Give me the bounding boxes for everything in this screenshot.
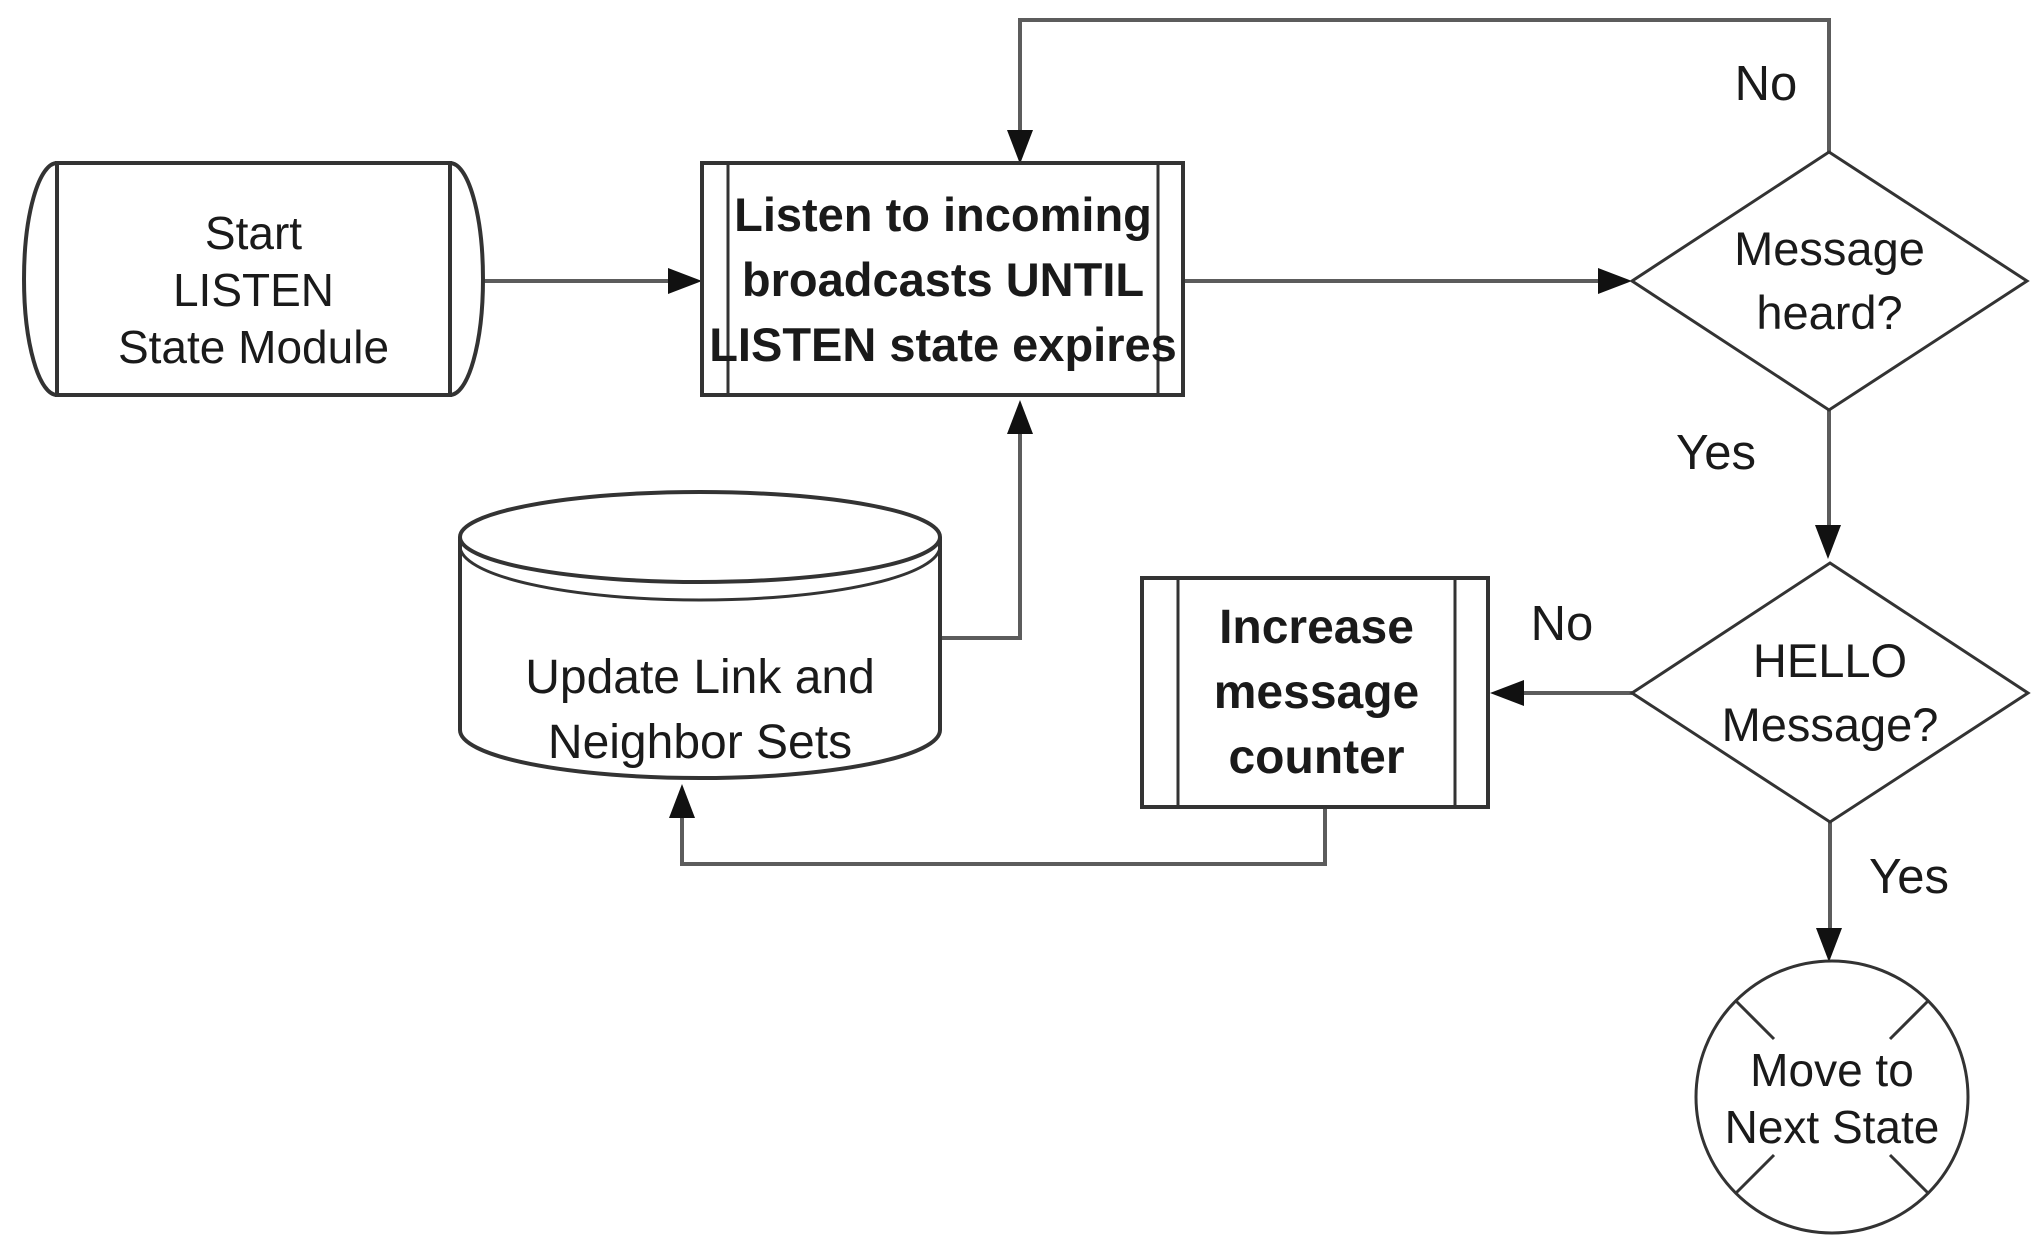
junction-tick-sw: [1734, 1153, 1776, 1195]
junction-tick-nw: [1734, 999, 1776, 1041]
increase-counter-process-shape: [1140, 576, 1490, 809]
cylinder-top-rim: [458, 490, 942, 584]
arrowhead-down-icon: [1815, 525, 1841, 559]
junction-tick-se: [1888, 1153, 1930, 1195]
arrowhead-down-icon: [1007, 130, 1033, 164]
listen-process-shape: [700, 161, 1185, 397]
connector-increase-to-update: [680, 807, 1327, 866]
arrowhead-up-icon: [669, 784, 695, 818]
start-terminator-outline: [22, 161, 485, 397]
arrowhead-right-icon: [1598, 268, 1632, 294]
start-terminator-shape: [22, 161, 485, 397]
cylinder-body: [458, 537, 942, 780]
arrowhead-right-icon: [668, 268, 702, 294]
move-next-state-junction-shape: [1694, 959, 1970, 1235]
arrowhead-left-icon: [1490, 680, 1524, 706]
junction-cross-ticks: [1734, 999, 1930, 1195]
listen-box-outline: [700, 161, 1185, 397]
junction-tick-ne: [1888, 999, 1930, 1041]
update-sets-database-shape: [458, 490, 942, 780]
arrowhead-down-icon: [1816, 928, 1842, 962]
connector-no-loop-to-listen: [1018, 18, 1831, 152]
connector-update-to-listen: [940, 434, 1022, 640]
cylinder-inner-rim: [458, 545, 942, 602]
connector-lines: [483, 18, 1832, 928]
arrowhead-up-icon: [1007, 400, 1033, 434]
message-heard-decision-shape: [1629, 150, 2030, 412]
arrowheads: [668, 130, 1842, 962]
increase-box-outline: [1140, 576, 1490, 809]
hello-message-decision-shape: [1629, 561, 2031, 824]
